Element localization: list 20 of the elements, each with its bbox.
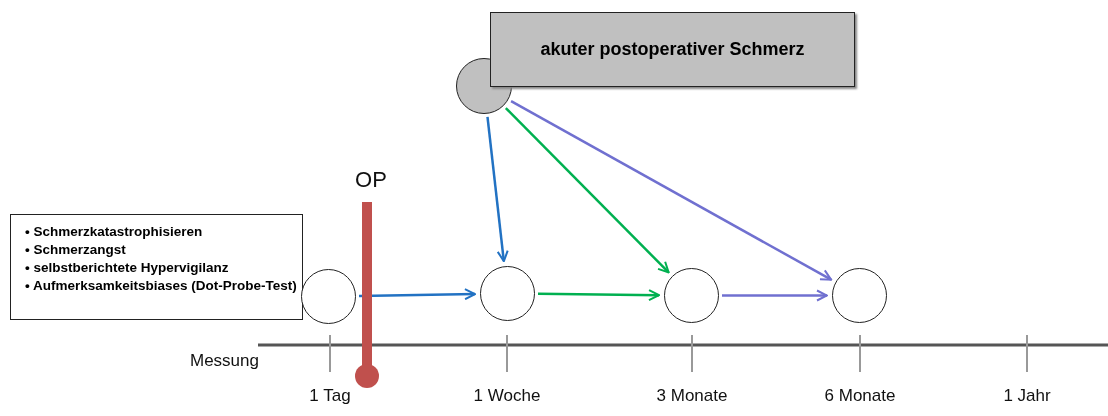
- marker-label: OP: [355, 166, 387, 193]
- tick-label: 6 Monate: [824, 385, 896, 406]
- arrow: [538, 289, 660, 302]
- arrow: [510, 100, 833, 281]
- bullet-item: • Aufmerksamkeitsbiases (Dot-Probe-Test): [25, 277, 298, 295]
- row-label: Messung: [190, 350, 259, 371]
- box-title: akuter postoperativer Schmerz: [540, 39, 805, 60]
- arrow: [358, 288, 476, 301]
- text-box: [10, 214, 303, 320]
- tick-label: 1 Tag: [309, 385, 351, 406]
- bullet-item: • Schmerzangst: [25, 241, 127, 259]
- arrow: [504, 107, 670, 274]
- tick-label: 1 Jahr: [1003, 385, 1051, 406]
- tick-label: 3 Monate: [656, 385, 728, 406]
- bullet-item: • selbstberichtete Hypervigilanz: [25, 259, 230, 277]
- arrow: [486, 116, 509, 263]
- tick-label: 1 Woche: [473, 385, 541, 406]
- label-box: [490, 12, 855, 87]
- arrow: [722, 289, 828, 302]
- bullet-item: • Schmerzkatastrophisieren: [25, 223, 204, 241]
